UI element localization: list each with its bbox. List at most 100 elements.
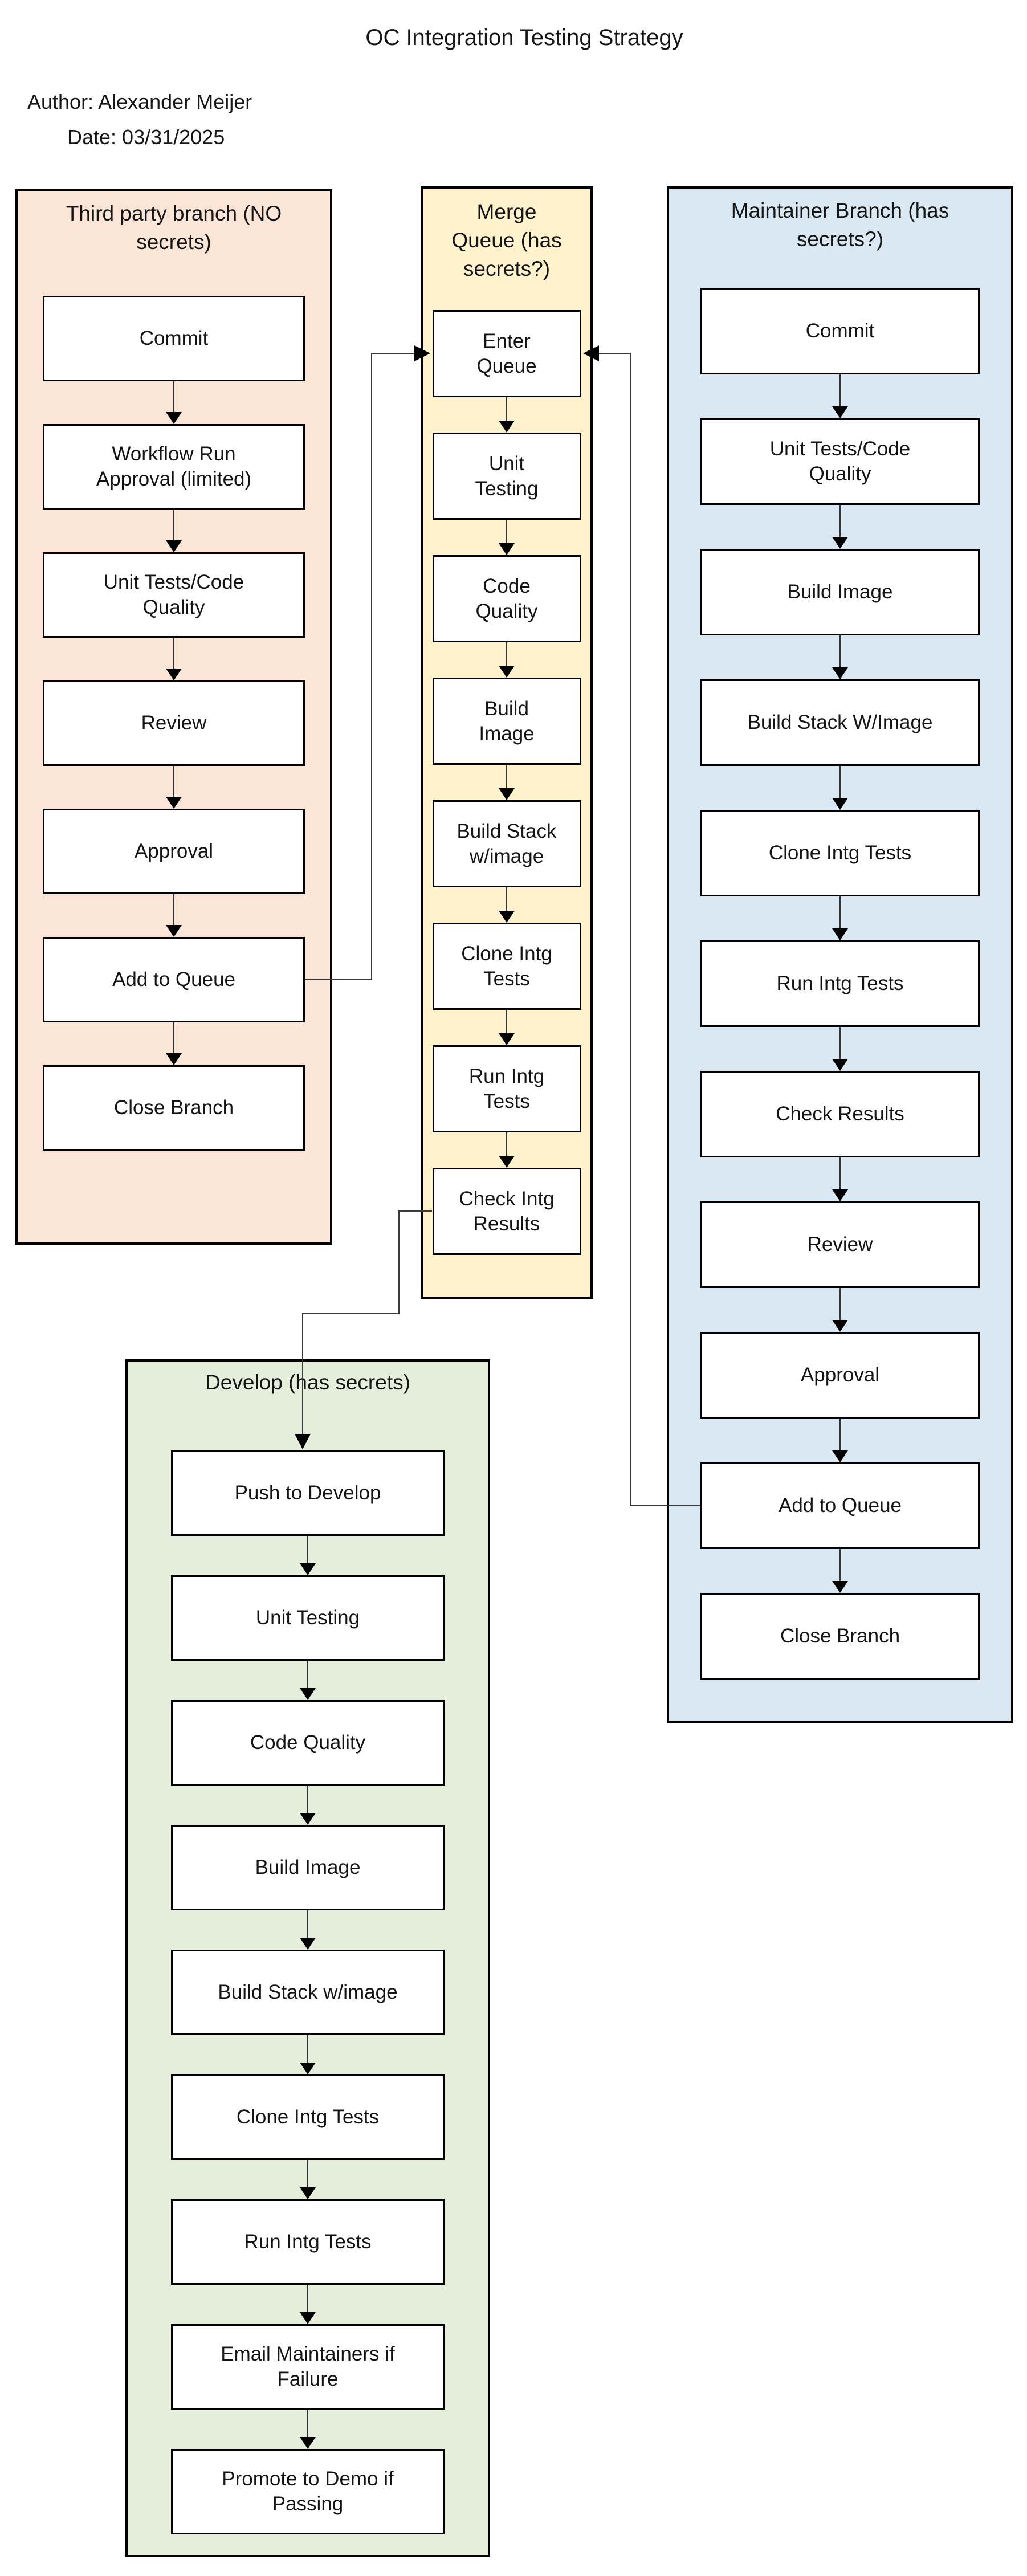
down-arrow-icon [162, 1022, 185, 1065]
down-arrow-icon [829, 635, 851, 679]
step-label: Check Results [776, 1103, 904, 1125]
container-maintainer-branch: Maintainer Branch (has secrets?) Commit … [667, 186, 1013, 1723]
step-label: Build Stack w/image [218, 1981, 398, 2003]
flow-step-check-results: Check Results [700, 1071, 980, 1157]
step-label: Build Stack w/image [457, 820, 557, 867]
flow-step-commit: Commit [43, 296, 305, 381]
step-label: Approval [134, 840, 214, 862]
flow-step-review: Review [700, 1201, 980, 1288]
flow-step-approval: Approval [700, 1332, 980, 1419]
down-arrow-icon [495, 1010, 518, 1045]
down-arrow-icon [829, 505, 851, 549]
step-label: Promote to Demo if Passing [222, 2468, 394, 2515]
flow-step-close-branch: Close Branch [43, 1065, 305, 1151]
flow-step-approval: Approval [43, 809, 305, 894]
flow-step-commit: Commit [700, 288, 980, 374]
date-line: Date: 03/31/2025 [67, 125, 225, 149]
step-stack: Commit Workflow Run Approval (limited) U… [18, 296, 330, 1151]
down-arrow-icon [162, 638, 185, 680]
down-arrow-icon [829, 374, 851, 418]
flow-step-build-image: Build Image [432, 678, 581, 765]
step-label: Add to Queue [112, 968, 235, 991]
author-block: Author: Alexander Meijer Date: 03/31/202… [27, 84, 252, 155]
step-stack: Push to Develop Unit Testing Code Qualit… [128, 1450, 488, 2534]
step-label: Push to Develop [234, 1482, 381, 1504]
step-label: Workflow Run Approval (limited) [96, 443, 252, 490]
down-arrow-icon [829, 1157, 851, 1201]
flow-step-build-stack-w-image: Build Stack W/Image [700, 679, 980, 766]
flow-step-build-image: Build Image [700, 549, 980, 635]
step-label: Run Intg Tests [776, 972, 904, 994]
step-label: Commit [805, 320, 875, 342]
step-label: Build Image [479, 697, 535, 745]
flow-step-clone-intg-tests: Clone Intg Tests [432, 923, 581, 1010]
flow-step-build-image: Build Image [171, 1825, 445, 1910]
step-label: Email Maintainers if Failure [221, 2343, 395, 2390]
step-label: Unit Testing [475, 452, 539, 500]
down-arrow-icon [162, 894, 185, 937]
flow-step-code-quality: Code Quality [171, 1700, 445, 1786]
down-arrow-icon [296, 1661, 319, 1700]
down-arrow-icon [162, 766, 185, 809]
container-title: Third party branch (NO secrets) [66, 202, 282, 254]
step-label: Commit [139, 327, 209, 349]
flow-step-run-intg-tests: Run Intg Tests [432, 1045, 581, 1132]
down-arrow-icon [296, 2285, 319, 2324]
container-title: Maintainer Branch (has secrets?) [731, 199, 949, 251]
flow-step-email-maintainers: Email Maintainers if Failure [171, 2324, 445, 2410]
step-label: Add to Queue [779, 1494, 902, 1517]
down-arrow-icon [495, 520, 518, 555]
flow-step-unit-testing: Unit Testing [171, 1575, 445, 1661]
down-arrow-icon [829, 896, 851, 940]
author-line: Author: Alexander Meijer [27, 90, 252, 113]
step-label: Approval [800, 1364, 880, 1386]
step-label: Clone Intg Tests [236, 2106, 380, 2128]
step-label: Review [807, 1233, 873, 1256]
flow-step-workflow-run-approval: Workflow Run Approval (limited) [43, 424, 305, 510]
down-arrow-icon [495, 1132, 518, 1168]
step-label: Build Image [255, 1856, 361, 1878]
flow-step-check-intg-results: Check Intg Results [432, 1168, 581, 1255]
step-label: Review [141, 712, 207, 734]
step-label: Clone Intg Tests [768, 842, 912, 864]
step-label: Unit Testing [255, 1607, 360, 1629]
container-title: Develop (has secrets) [205, 1371, 410, 1394]
flow-step-clone-intg-tests: Clone Intg Tests [700, 810, 980, 896]
down-arrow-icon [495, 397, 518, 433]
step-label: Check Intg Results [459, 1187, 555, 1235]
container-merge-queue: Merge Queue (has secrets?) Enter Queue U… [421, 186, 593, 1299]
down-arrow-icon [829, 1027, 851, 1071]
flow-step-clone-intg-tests: Clone Intg Tests [171, 2074, 445, 2160]
flow-step-push-to-develop: Push to Develop [171, 1450, 445, 1536]
flow-step-build-stack-w-image: Build Stack w/image [171, 1950, 445, 2035]
container-title: Merge Queue (has secrets?) [451, 200, 562, 280]
flow-step-code-quality: Code Quality [432, 555, 581, 642]
flow-step-promote-to-demo: Promote to Demo if Passing [171, 2449, 445, 2534]
down-arrow-icon [296, 2160, 319, 2199]
flow-step-run-intg-tests: Run Intg Tests [700, 940, 980, 1027]
step-label: Unit Tests/Code Quality [103, 571, 244, 618]
container-develop: Develop (has secrets) Push to Develop Un… [125, 1359, 490, 2557]
flow-step-run-intg-tests: Run Intg Tests [171, 2199, 445, 2285]
down-arrow-icon [162, 510, 185, 552]
down-arrow-icon [495, 887, 518, 923]
down-arrow-icon [296, 1910, 319, 1950]
down-arrow-icon [829, 1549, 851, 1593]
step-label: Build Stack W/Image [747, 711, 933, 733]
flow-step-unit-testing: Unit Testing [432, 433, 581, 520]
step-label: Run Intg Tests [468, 1065, 545, 1112]
step-label: Enter Queue [476, 329, 537, 377]
down-arrow-icon [162, 381, 185, 424]
flow-step-unit-tests-code-quality: Unit Tests/Code Quality [43, 552, 305, 638]
flow-step-enter-queue: Enter Queue [432, 310, 581, 397]
down-arrow-icon [829, 1419, 851, 1462]
flow-step-unit-tests-code-quality: Unit Tests/Code Quality [700, 418, 980, 505]
step-label: Code Quality [475, 574, 538, 622]
flow-step-add-to-queue: Add to Queue [700, 1462, 980, 1549]
down-arrow-icon [296, 2035, 319, 2074]
step-label: Clone Intg Tests [461, 942, 552, 990]
down-arrow-icon [296, 2410, 319, 2449]
down-arrow-icon [829, 766, 851, 810]
step-label: Close Branch [780, 1625, 900, 1647]
